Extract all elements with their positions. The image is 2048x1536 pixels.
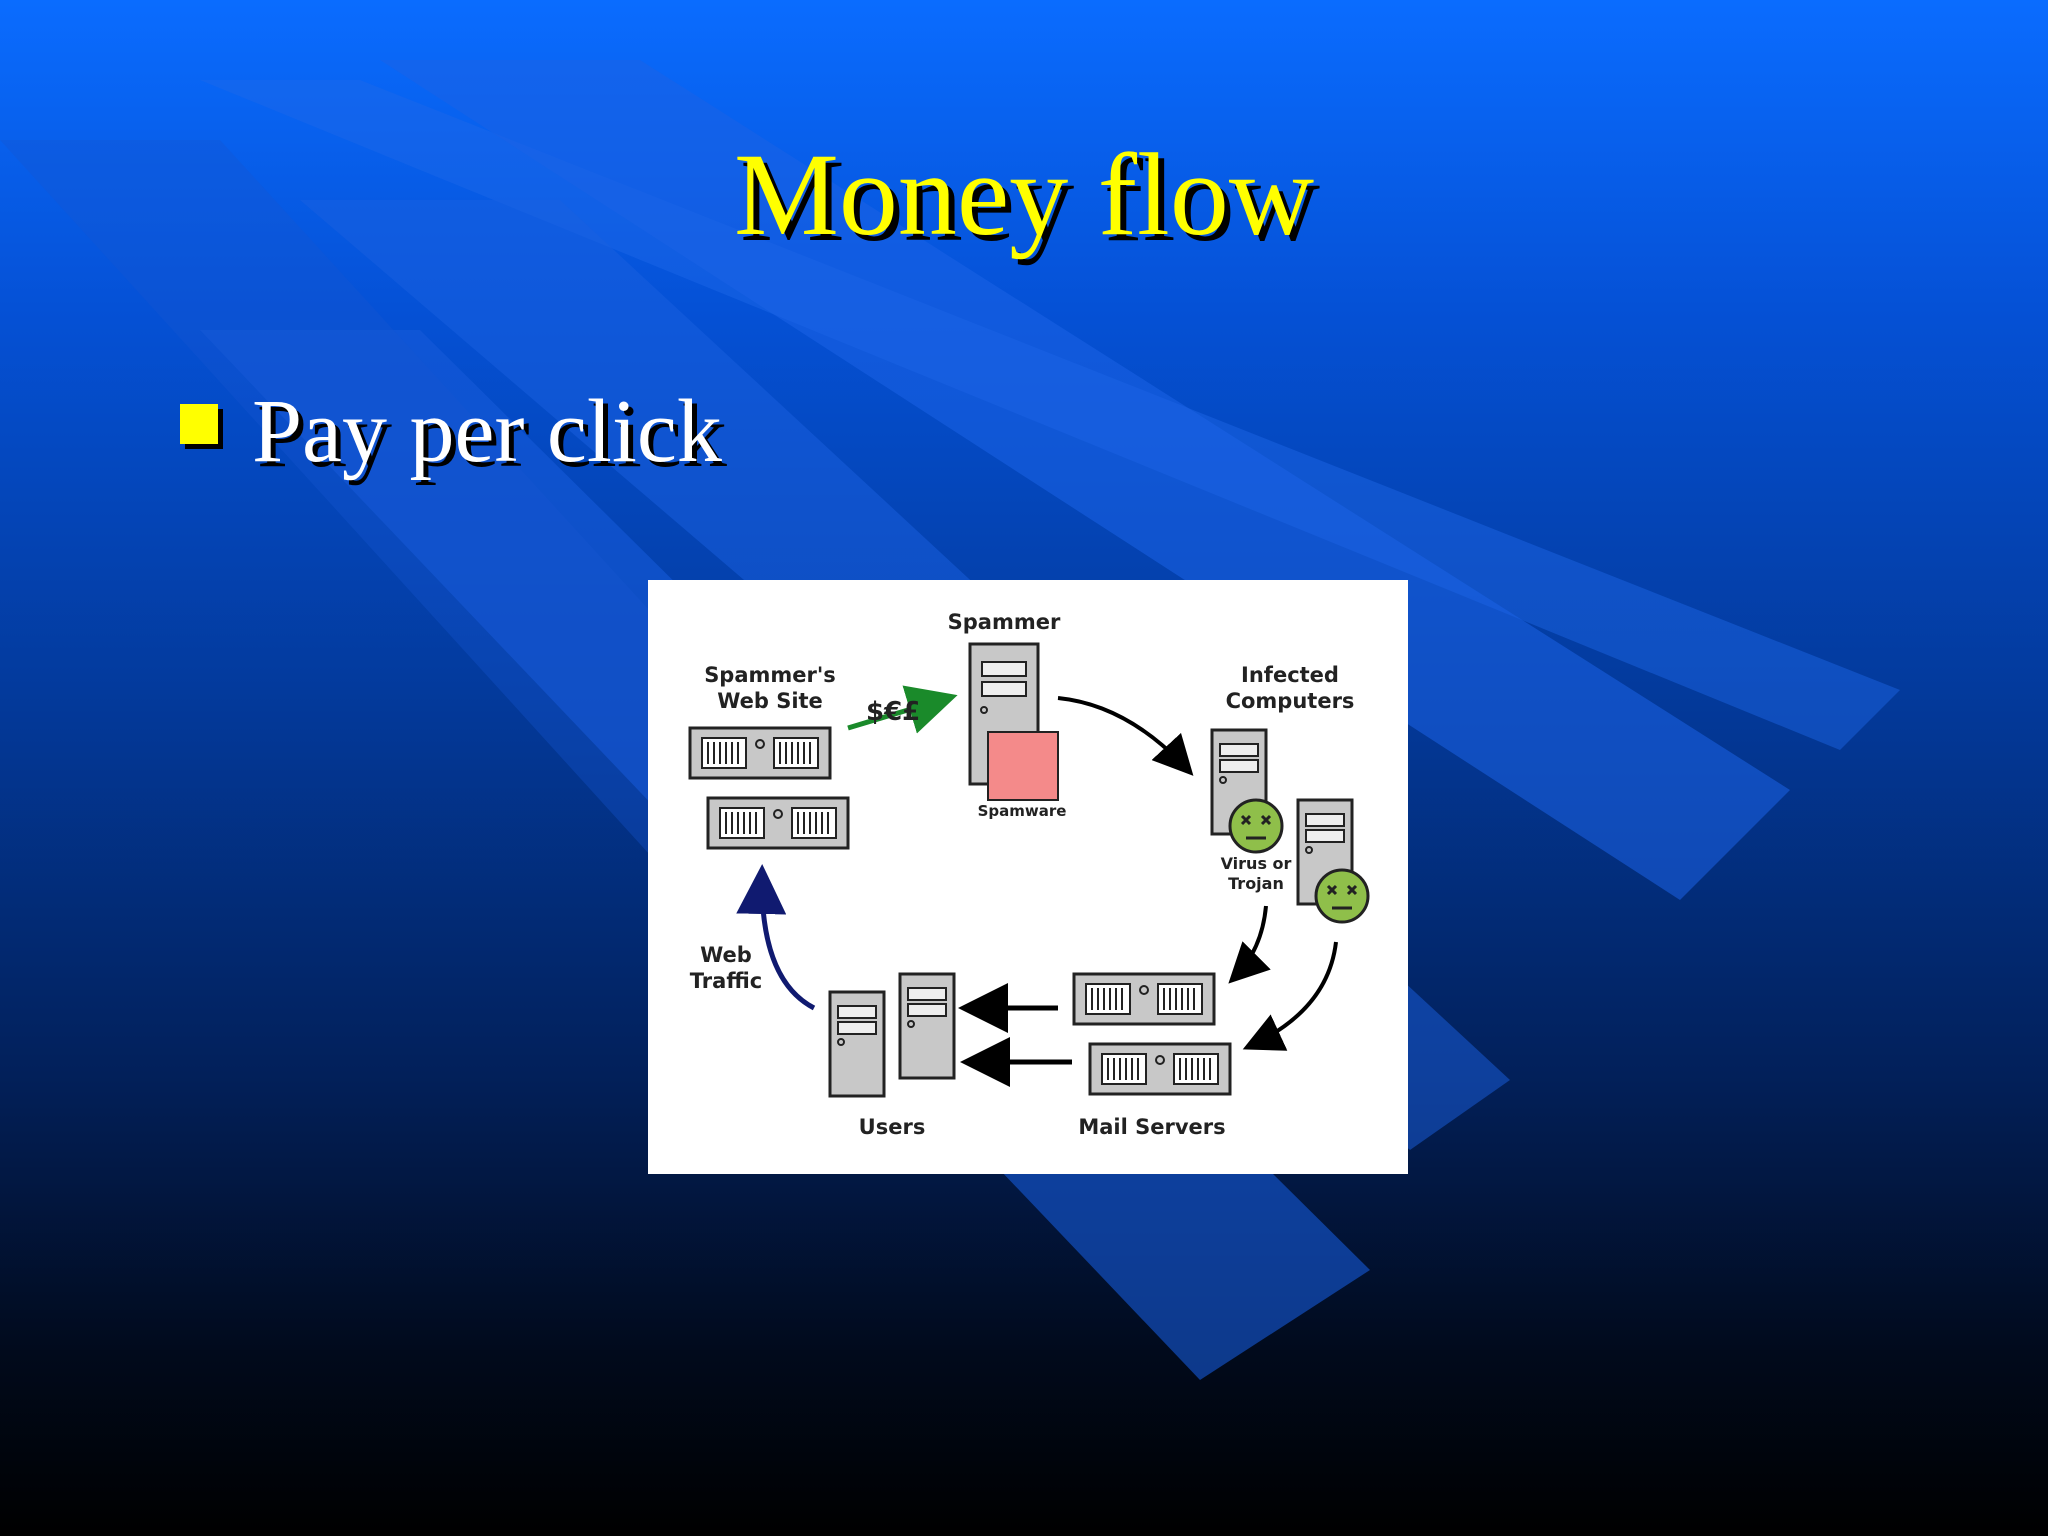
- user-computer-icon: [828, 990, 886, 1098]
- flow-arrow: [1228, 905, 1271, 984]
- users-label: Users: [859, 1115, 926, 1139]
- user-computer-icon: [898, 972, 956, 1080]
- money-label: $€£: [866, 697, 920, 727]
- web-site-server-icon: [688, 726, 832, 780]
- money-arrow: [847, 685, 958, 734]
- slide-title: Money flow: [733, 129, 1315, 260]
- spammer-label: Spammer: [948, 610, 1061, 634]
- mail-server-icon: [1088, 1042, 1232, 1096]
- spamware-box: [987, 731, 1059, 801]
- diagram-svg: Spammer Spamware Spammer's Web Site $€£: [688, 610, 1370, 1139]
- virus-face-icon: [1314, 868, 1370, 924]
- web-traffic-arrow: [736, 864, 816, 1011]
- money-flow-diagram: Spammer Spamware Spammer's Web Site $€£: [648, 580, 1408, 1174]
- spammers-site-label: Spammer's: [704, 663, 836, 687]
- infected-label: Infected: [1241, 663, 1339, 687]
- virus-face-icon: [1228, 798, 1284, 854]
- flow-arrow: [1242, 941, 1338, 1051]
- flow-arrow: [1057, 696, 1194, 776]
- web-traffic-label: Web: [700, 943, 752, 967]
- mail-server-icon: [1072, 972, 1216, 1026]
- bullet-text: Pay per click: [252, 382, 722, 481]
- virus-label: Virus or: [1221, 854, 1292, 873]
- spammers-site-label: Web Site: [717, 689, 823, 713]
- spamware-label: Spamware: [978, 802, 1067, 820]
- virus-label: Trojan: [1228, 874, 1284, 893]
- web-traffic-label: Traffic: [690, 969, 762, 993]
- web-site-server-icon: [706, 796, 850, 850]
- infected-label: Computers: [1226, 689, 1355, 713]
- mail-servers-label: Mail Servers: [1078, 1115, 1225, 1139]
- bullet-square-icon: [180, 404, 218, 444]
